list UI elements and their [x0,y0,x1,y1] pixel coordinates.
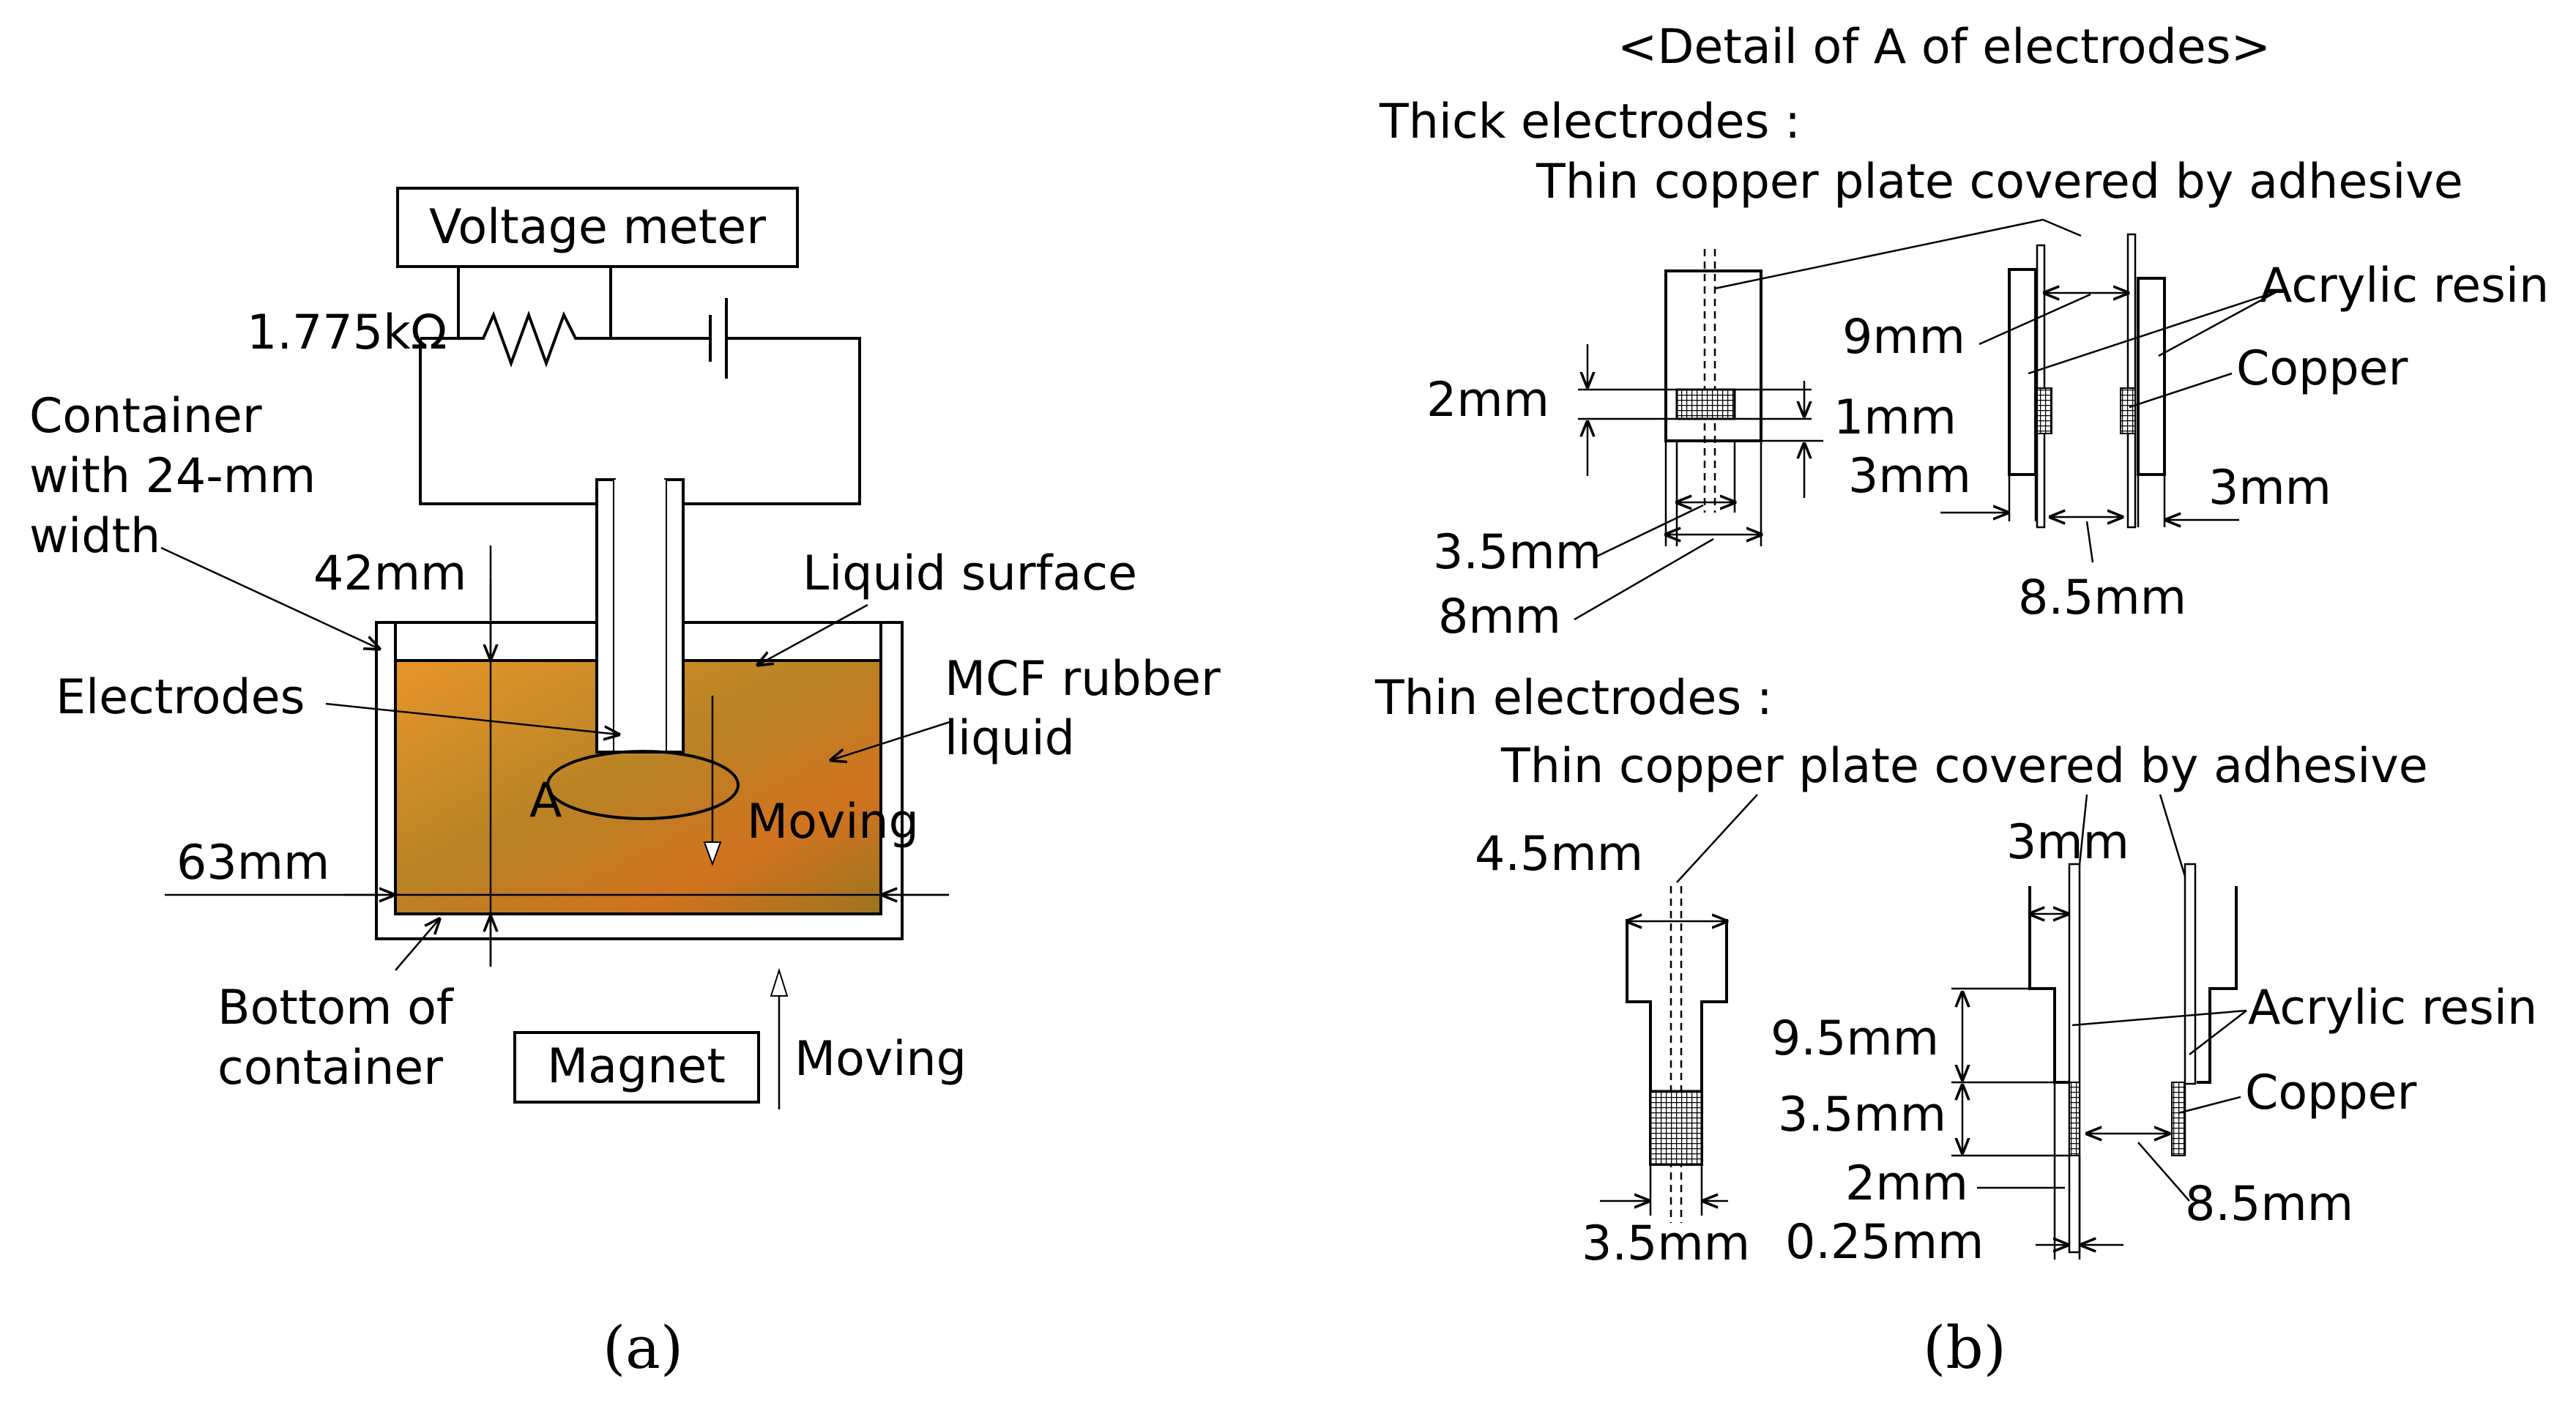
mcf-label-1: MCF rubber [945,652,1221,707]
thin-side-left [2028,886,2069,1084]
moving-magnet-label: Moving [794,1032,967,1087]
moving-electrode-label: Moving [747,795,919,849]
mcf-label-2: liquid [945,711,1075,766]
thin-dim-9-5mm: 9.5mm [1771,1011,1939,1066]
container-label-2: with 24-mm [29,449,316,504]
dim-42mm: 42mm [313,546,466,601]
thick-side-right [2137,277,2166,476]
thin-dim-0-25mm: 0.25mm [1785,1215,1984,1270]
thick-dim-8mm: 8mm [1438,589,1561,644]
thick-copper-label: Copper [2236,341,2408,396]
thin-dim-4-5mm: 4.5mm [1475,827,1643,882]
thick-heading: Thick electrodes : [1379,94,1801,149]
container-label-1: Container [29,389,262,444]
voltage-meter-box [396,187,799,268]
caption-a: (a) [603,1314,683,1382]
thick-plate-label: Thin copper plate covered by adhesive [1535,155,2463,209]
thin-acrylic-label: Acrylic resin [2248,981,2537,1035]
container-label-3: width [29,509,160,564]
thin-copper-label: Copper [2245,1065,2417,1120]
liquid-surface-label: Liquid surface [803,546,1137,601]
thick-dim-1mm: 1mm [1834,390,1957,445]
thick-dim-3mm-a: 3mm [1848,449,1971,504]
thin-heading: Thin electrodes : [1374,671,1773,726]
electrodes-label: Electrodes [56,670,305,725]
detail-title: <Detail of A of electrodes> [1618,20,2271,75]
circuit-wire [419,310,861,505]
bottom-label-2: container [217,1041,443,1096]
magnet-label: Magnet [547,1039,726,1094]
thin-dim-3-5mm-b: 3.5mm [1582,1216,1750,1271]
voltage-meter-label: Voltage meter [429,200,766,255]
thin-dim-8-5mm: 8.5mm [2185,1177,2353,1232]
thick-acrylic-label: Acrylic resin [2260,258,2549,313]
thick-dim-2mm: 2mm [1426,373,1549,428]
electrode-left [595,478,616,754]
thick-front-copper [1675,388,1736,420]
thick-dim-3mm-b: 3mm [2208,461,2331,516]
region-a-label: A [529,773,562,828]
dim-63mm: 63mm [176,836,330,890]
thick-dim-9mm: 9mm [1842,310,1965,365]
thick-dim-8-5mm: 8.5mm [2018,570,2186,625]
panel-b: <Detail of A of electrodes> Thick electr… [1374,20,2549,1382]
resistance-label: 1.775kΩ [247,305,447,360]
thin-dim-3mm: 3mm [2006,815,2129,870]
bottom-label-1: Bottom of [217,981,455,1035]
thin-dim-3-5mm-a: 3.5mm [1778,1087,1946,1142]
thick-dim-3-5mm: 3.5mm [1433,525,1601,580]
panel-a: Voltage meter 1.775kΩ A Electrodes Conta… [29,187,1221,1382]
magnet-box [513,1031,760,1104]
thin-dim-2mm: 2mm [1845,1156,1968,1211]
electrode-right [664,478,685,754]
region-a-ellipse [546,750,740,820]
caption-b: (b) [1923,1314,2006,1382]
thick-front-electrode [1664,269,1762,442]
thin-plate-label: Thin copper plate covered by adhesive [1500,739,2428,794]
